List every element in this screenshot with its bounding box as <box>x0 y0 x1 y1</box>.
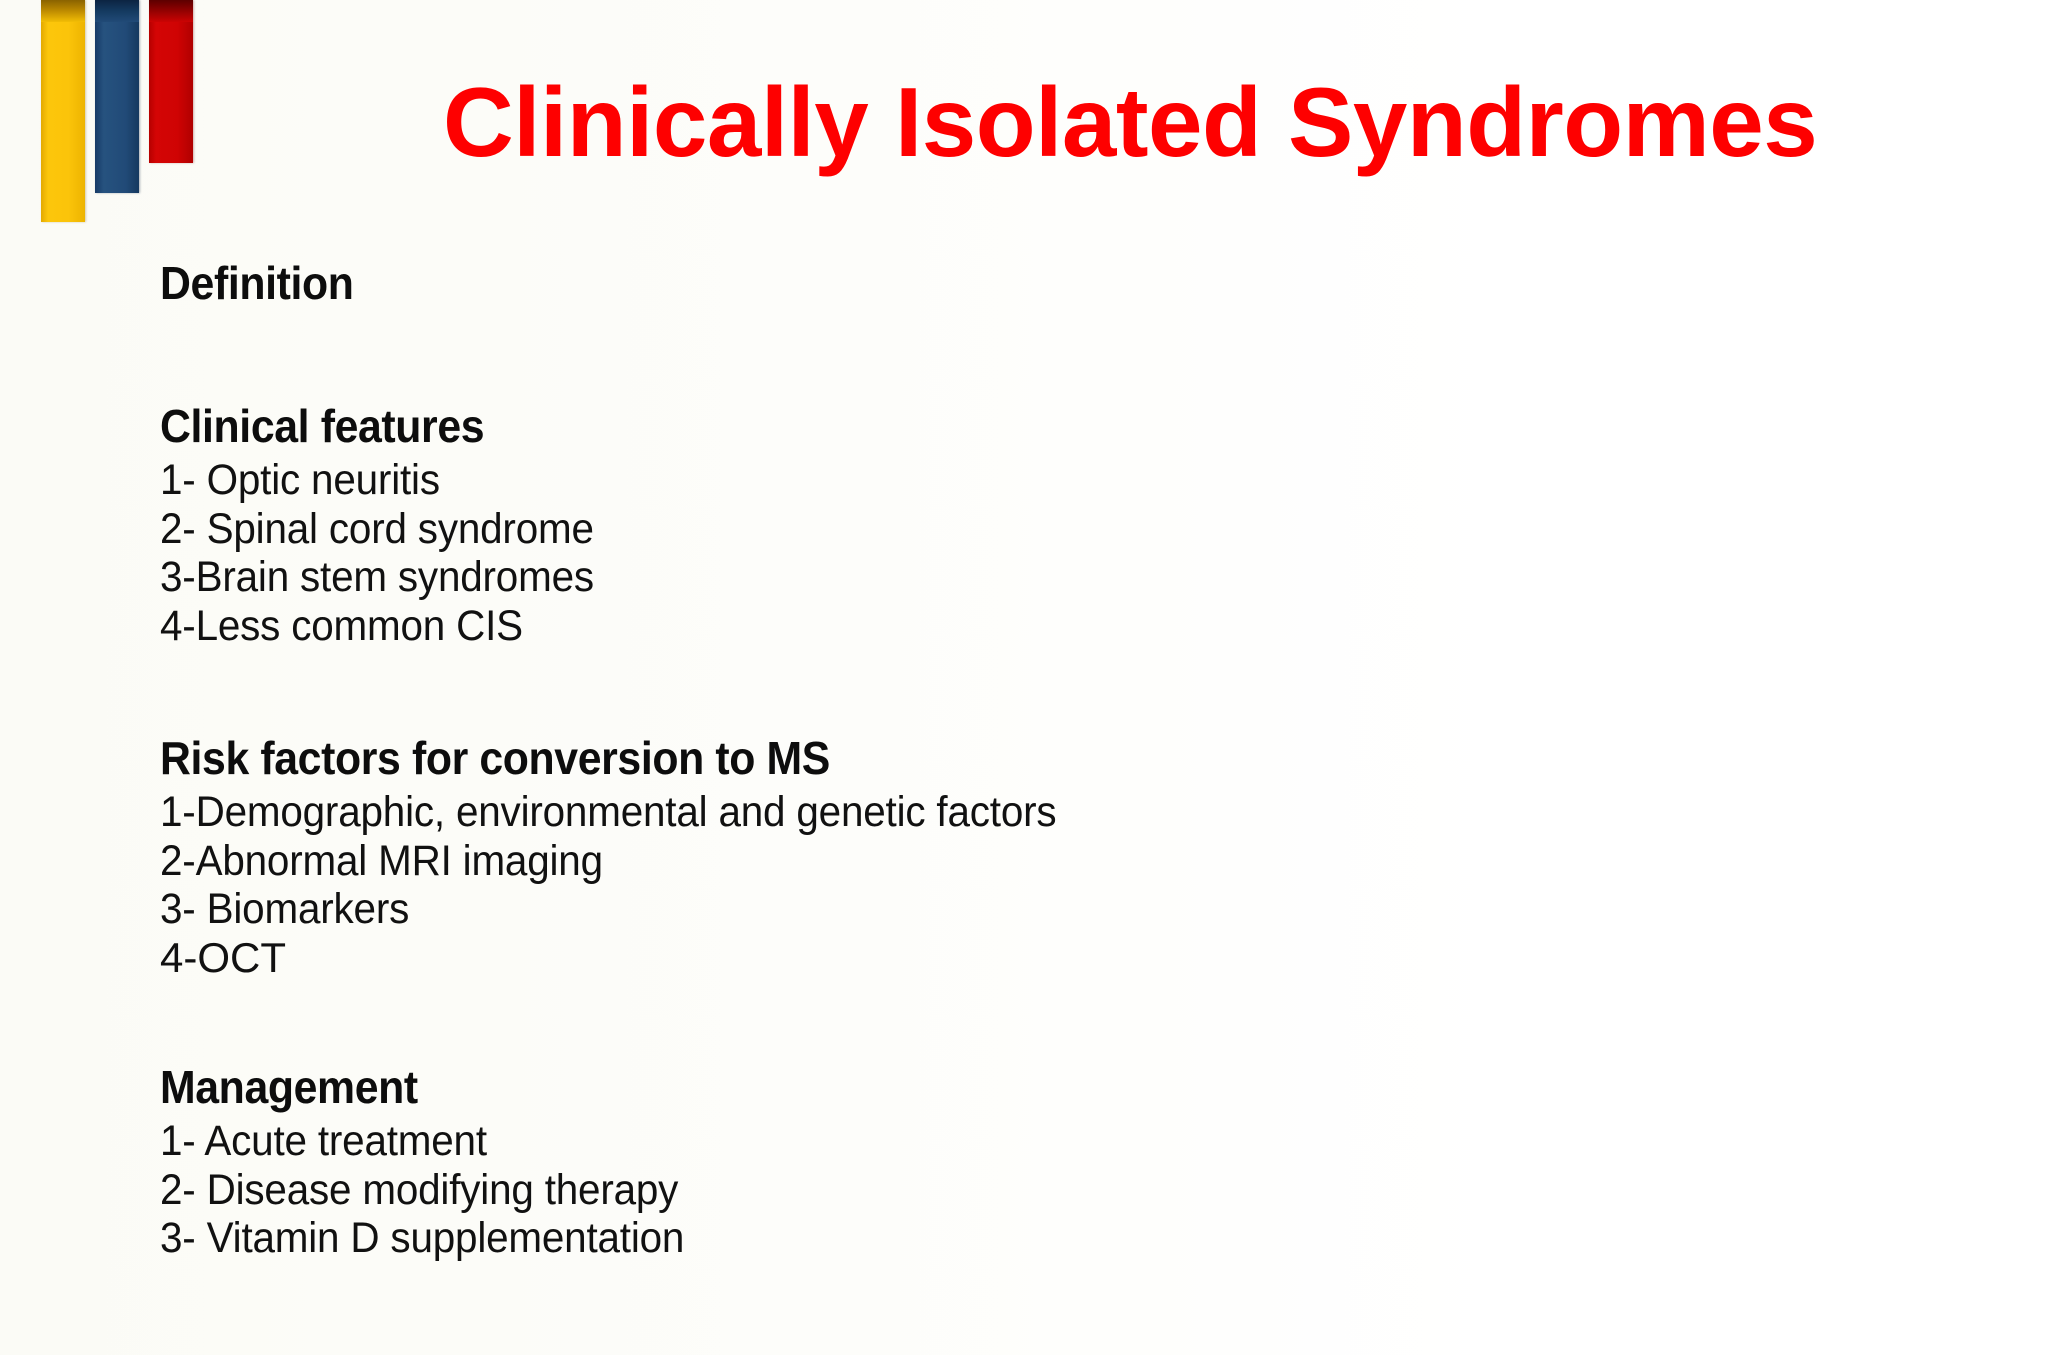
red-bar-icon <box>149 0 193 163</box>
list-clinical-features: 1- Optic neuritis 2- Spinal cord syndrom… <box>160 456 1560 650</box>
section-heading-management: Management <box>160 1061 418 1113</box>
spacer <box>160 982 1560 1062</box>
list-risk-factors: 1-Demographic, environmental and genetic… <box>160 788 1560 982</box>
section-heading-risk-factors: Risk factors for conversion to MS <box>160 732 830 784</box>
list-management: 1- Acute treatment 2- Disease modifying … <box>160 1117 1560 1263</box>
blue-bar-icon <box>95 0 139 193</box>
spacer <box>160 650 1560 733</box>
section-heading-definition: Definition <box>160 257 354 309</box>
list-item: 3-Brain stem syndromes <box>160 553 594 601</box>
spacer <box>160 308 1560 401</box>
list-item: 4-OCT <box>160 933 286 981</box>
list-item: 3- Vitamin D supplementation <box>160 1214 685 1262</box>
yellow-bar-icon <box>41 0 85 222</box>
list-item: 2-Abnormal MRI imaging <box>160 836 603 885</box>
section-heading-clinical-features: Clinical features <box>160 400 485 452</box>
section-clinical-features: Clinical features 1- Optic neuritis 2- S… <box>160 401 1560 650</box>
section-management: Management 1- Acute treatment 2- Disease… <box>160 1062 1560 1263</box>
list-item: 1- Optic neuritis <box>160 456 440 504</box>
section-definition: Definition <box>160 258 1560 308</box>
list-item: 1- Acute treatment <box>160 1117 487 1165</box>
red-bar-cap <box>149 0 193 22</box>
decorative-bars <box>0 0 230 240</box>
section-risk-factors: Risk factors for conversion to MS 1-Demo… <box>160 733 1560 982</box>
list-item: 2- Spinal cord syndrome <box>160 504 594 553</box>
list-item: 1-Demographic, environmental and genetic… <box>160 788 1057 836</box>
list-item: 3- Biomarkers <box>160 885 410 933</box>
list-item: 2- Disease modifying therapy <box>160 1165 679 1214</box>
blue-bar-cap <box>95 0 139 22</box>
yellow-bar-cap <box>41 0 85 22</box>
slide-title: Clinically Isolated Syndromes <box>443 67 1818 177</box>
slide-body: Definition Clinical features 1- Optic ne… <box>160 258 1560 1263</box>
list-item: 4-Less common CIS <box>160 601 523 650</box>
